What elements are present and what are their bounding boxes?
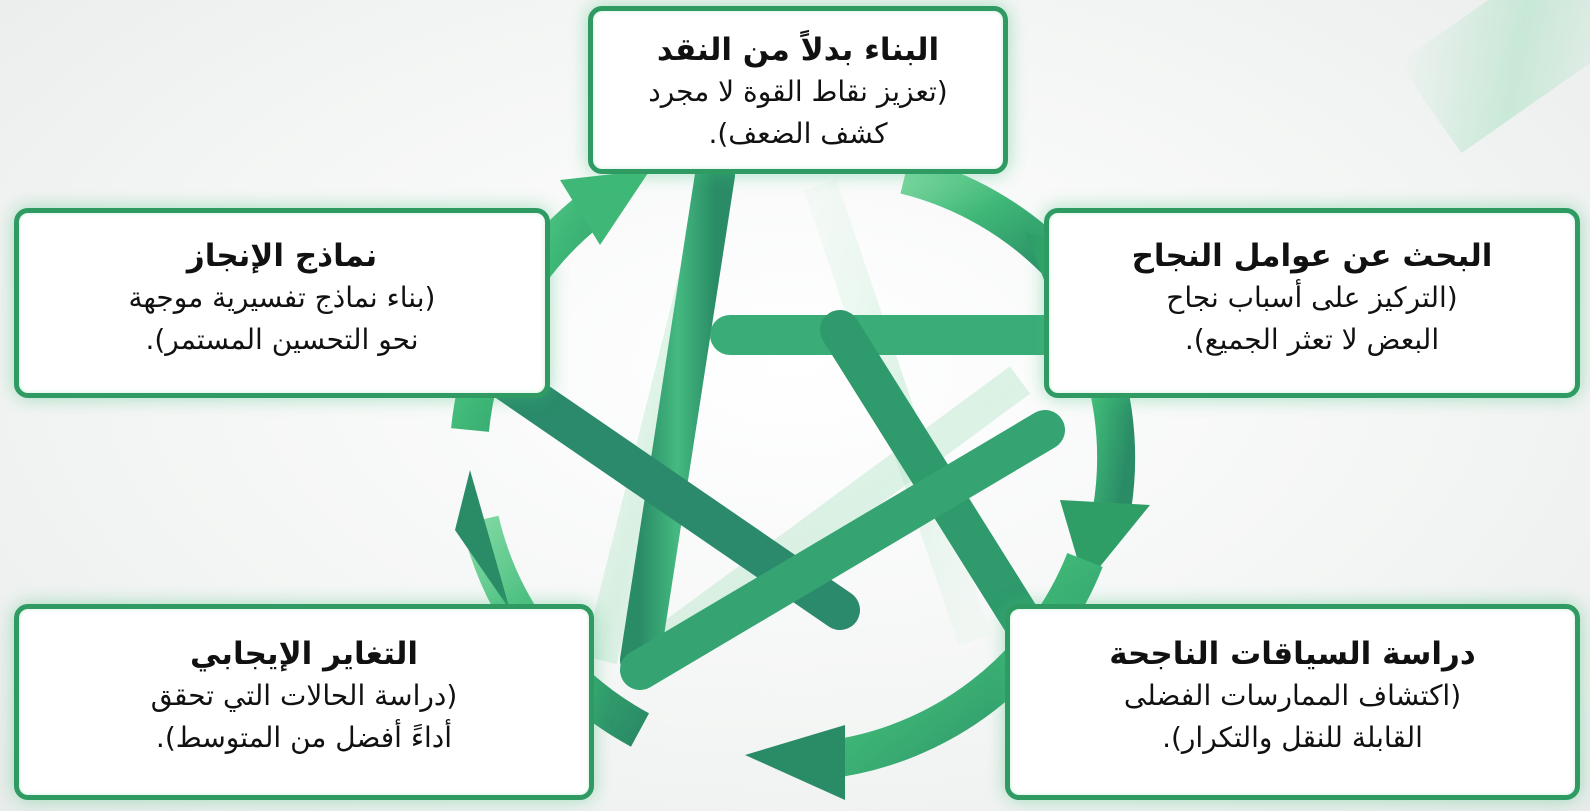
star-band-5 xyxy=(620,410,1065,690)
card-description-line-2: كشف الضعف). xyxy=(708,117,888,150)
card-positive-deviance: التغاير الإيجابي (دراسة الحالات التي تحق… xyxy=(14,604,594,800)
card-description-line-1: (اكتشاف الممارسات الفضلى xyxy=(1123,679,1462,712)
card-description-line-1: (بناء نماذج تفسيرية موجهة xyxy=(128,281,436,314)
card-successful-contexts: دراسة السياقات الناجحة (اكتشاف الممارسات… xyxy=(1005,604,1580,800)
ring-arc-bottom xyxy=(822,552,1103,779)
card-description-line-2: البعض لا تعثر الجميع). xyxy=(1184,323,1440,356)
card-description-line-1: (التركيز على أسباب نجاح xyxy=(1166,281,1458,314)
card-title: البناء بدلاً من النقد xyxy=(656,32,940,68)
card-success-factors: البحث عن عوامل النجاح (التركيز على أسباب… xyxy=(1044,208,1580,398)
card-title: دراسة السياقات الناجحة xyxy=(1109,636,1476,672)
card-description-line-2: القابلة للنقل والتكرار). xyxy=(1162,721,1423,754)
card-description-line-1: (دراسة الحالات التي تحقق xyxy=(150,679,458,712)
arrowhead-bottom xyxy=(745,725,845,800)
star-band-1 xyxy=(620,155,735,680)
arrowhead-left xyxy=(455,470,510,610)
card-description-line-2: أداءً أفضل من المتوسط). xyxy=(155,721,453,754)
arrowhead-top-left xyxy=(560,170,650,245)
card-title: التغاير الإيجابي xyxy=(189,636,419,672)
card-building-instead-of-criticism: البناء بدلاً من النقد (تعزيز نقاط القوة … xyxy=(588,6,1008,174)
card-achievement-models: نماذج الإنجاز (بناء نماذج تفسيرية موجهة … xyxy=(14,208,550,398)
card-title: البحث عن عوامل النجاح xyxy=(1131,238,1493,274)
card-title: نماذج الإنجاز xyxy=(186,238,378,274)
card-description-line-1: (تعزيز نقاط القوة لا مجرد xyxy=(648,75,948,108)
card-description-line-2: نحو التحسين المستمر). xyxy=(145,323,419,356)
